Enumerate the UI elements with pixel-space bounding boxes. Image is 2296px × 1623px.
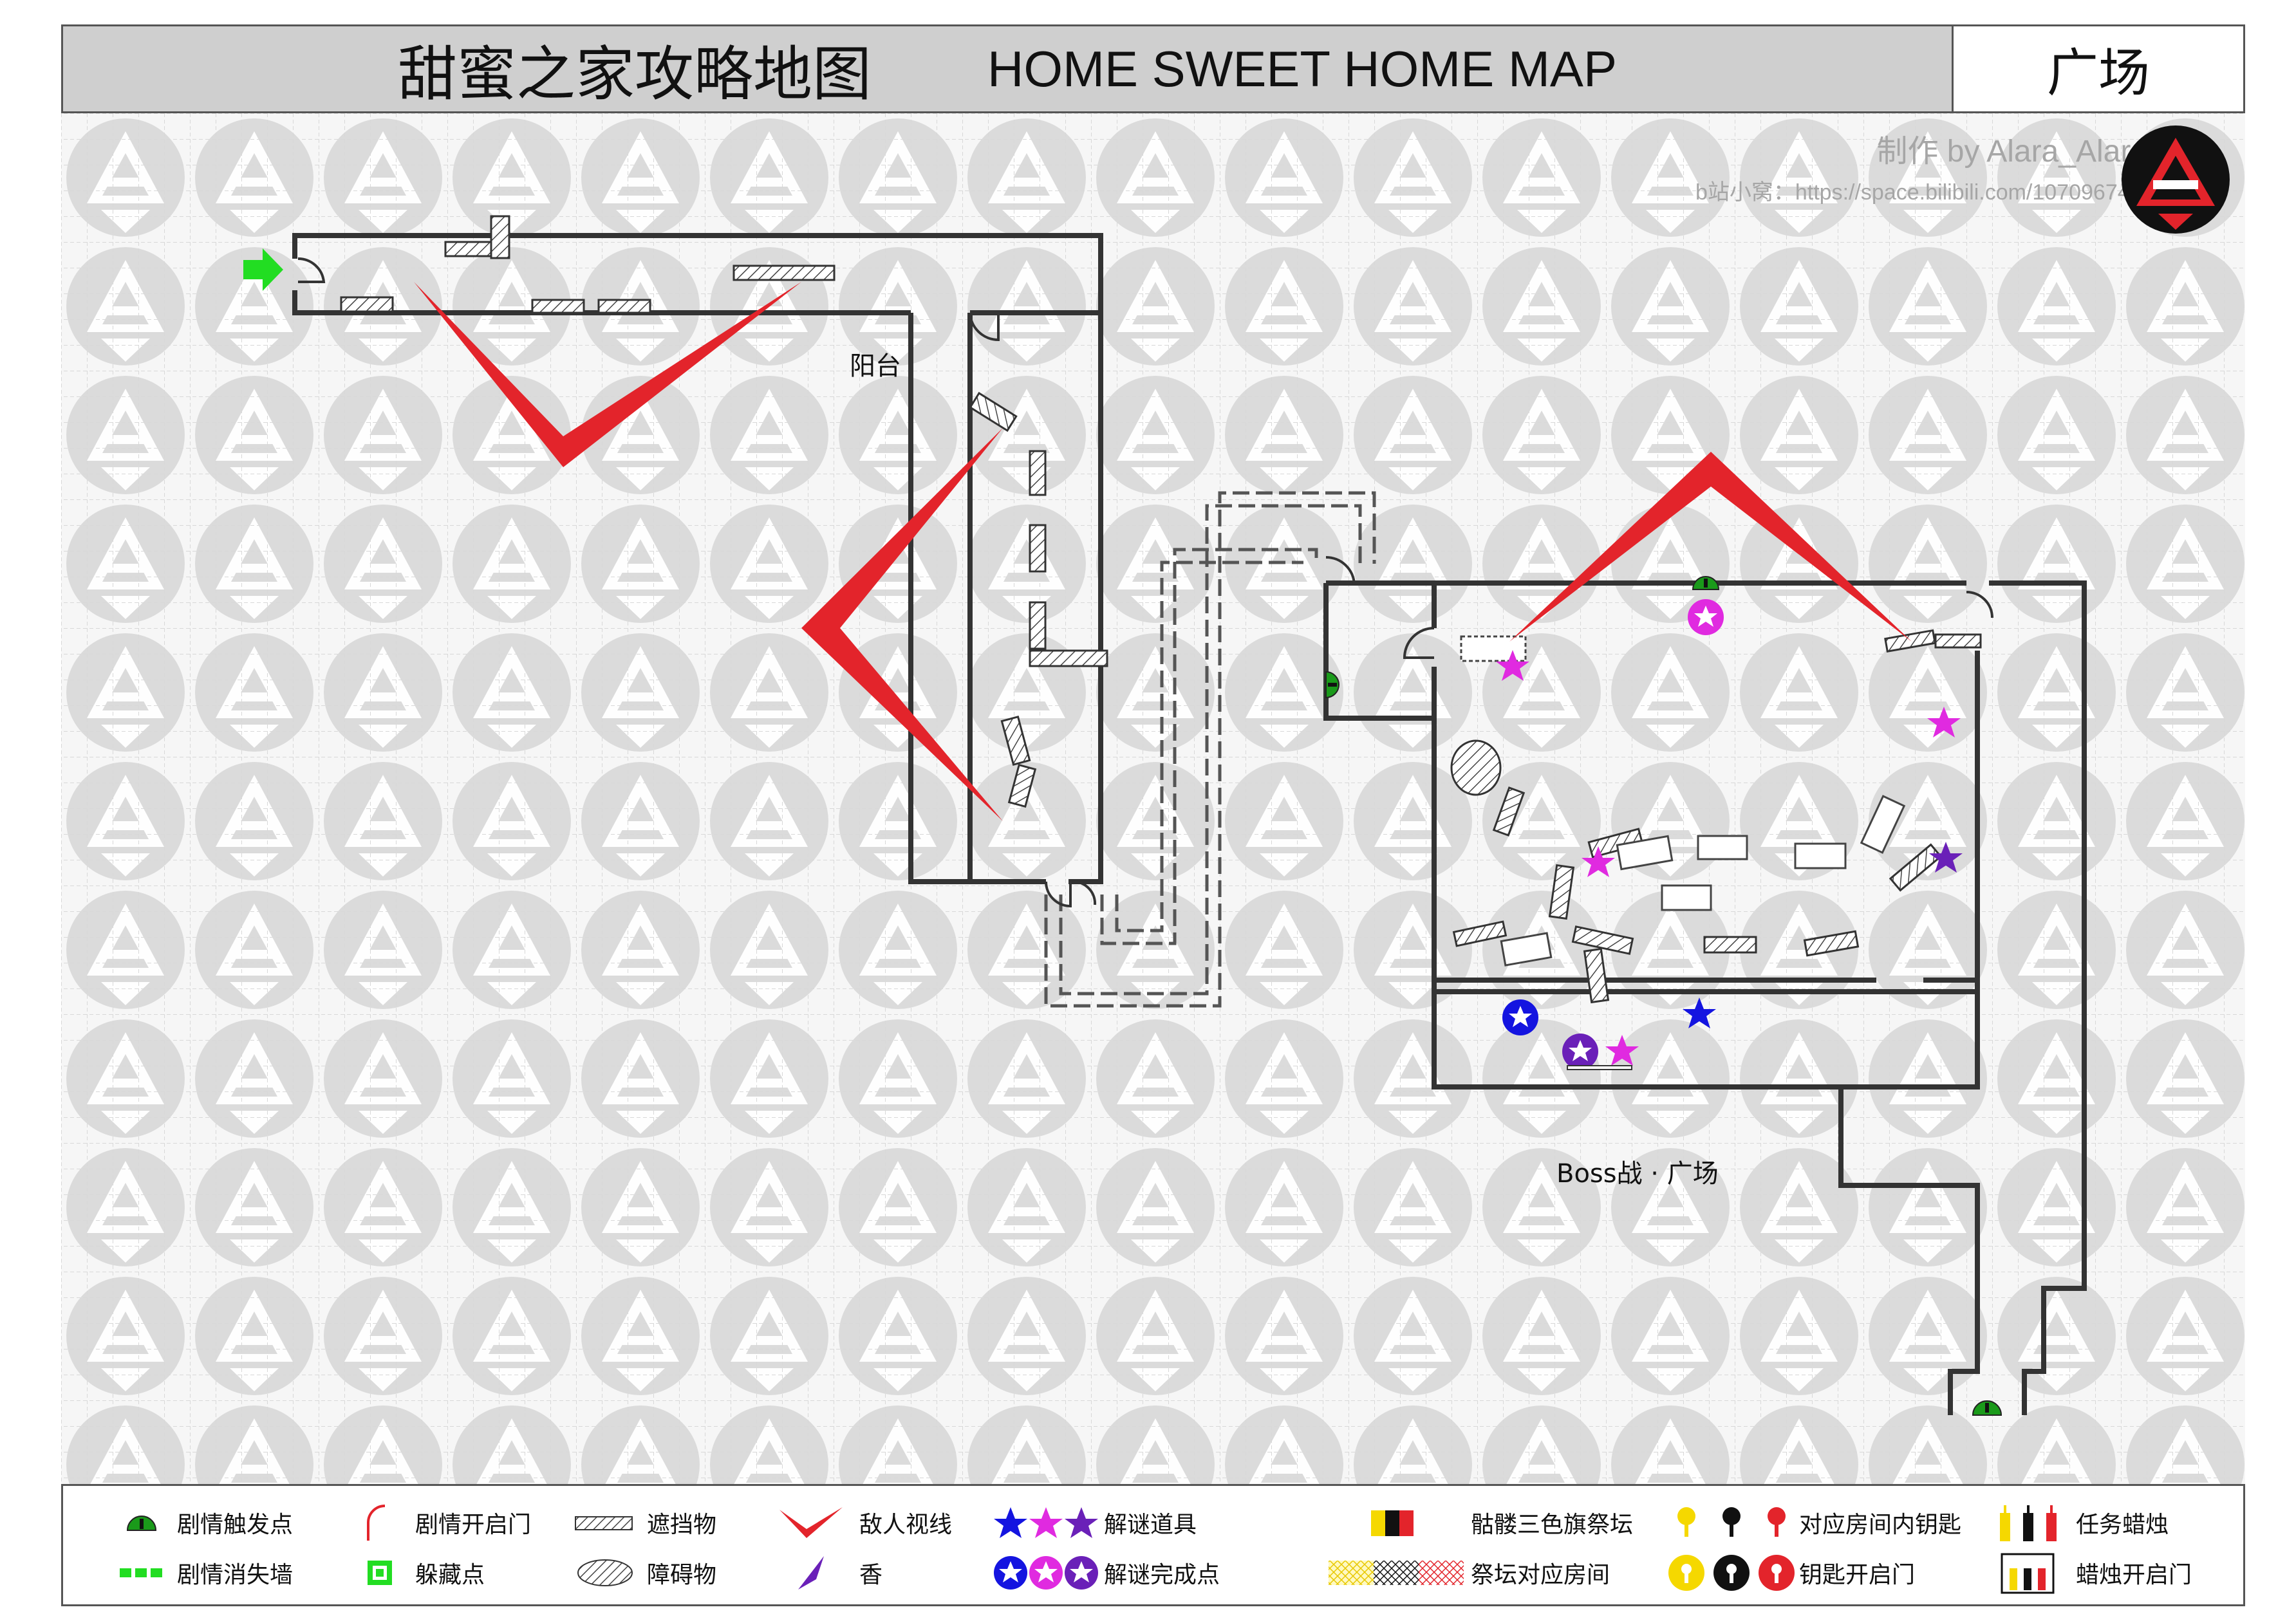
story-triggers: [1325, 576, 2002, 1416]
title-chinese: 甜蜜之家攻略地图: [398, 39, 872, 109]
legend-item-puzzle-done: 解谜完成点: [988, 1550, 1220, 1595]
credit-block: 制作 by Alara_Alara b站小窝：https://space.bil…: [1695, 125, 2148, 206]
legend-item-skull-flag-altar: 骷髅三色旗祭坛: [1323, 1500, 1633, 1545]
skull-flag-altar-icon: [1371, 1510, 1414, 1536]
legend-label: 钥匙开启门: [1799, 1562, 1916, 1588]
author-logo: [2122, 125, 2230, 234]
floor-plan: [61, 113, 2245, 1484]
legend-item-key-door: 钥匙开启门: [1664, 1550, 1915, 1595]
legend-label: 躲藏点: [415, 1562, 485, 1588]
legend-label: 任务蜡烛: [2076, 1512, 2169, 1538]
puzzle-item-icon: [994, 1507, 1098, 1538]
legend-item-incense: 香: [763, 1550, 882, 1595]
legend-item-cover: 遮挡物: [563, 1500, 716, 1545]
legend-label: 香: [859, 1562, 883, 1588]
candle-door-icon: [2001, 1553, 2055, 1594]
altar-room-icon: [1329, 1561, 1464, 1585]
legend-item-candle-door: 蜡烛开启门: [1979, 1550, 2192, 1595]
balcony-label: 阳台: [850, 351, 901, 381]
legend-item-enemy-sight: 敌人视线: [763, 1500, 952, 1545]
doors: [297, 257, 1993, 908]
walls: [292, 233, 2087, 1415]
legend-label: 剧情开启门: [415, 1512, 532, 1538]
legend-label: 解谜完成点: [1104, 1562, 1220, 1588]
header: 甜蜜之家攻略地图 HOME SWEET HOME MAP 广场: [61, 24, 2245, 113]
legend-label: 剧情消失墙: [177, 1562, 294, 1588]
legend-label: 祭坛对应房间: [1471, 1562, 1610, 1588]
dashed-walls: [1044, 491, 1376, 1008]
legend-label: 遮挡物: [647, 1512, 717, 1538]
cover-objects: [340, 215, 1982, 1004]
enemy-sightlines: [414, 282, 1912, 821]
room-key-icon: [1677, 1507, 1786, 1537]
title-bar: 甜蜜之家攻略地图 HOME SWEET HOME MAP: [63, 26, 1954, 111]
region-name: 广场: [1954, 26, 2243, 111]
quest-candle-icon: [2000, 1505, 2057, 1541]
credit-author: 制作 by Alara_Alara: [1876, 134, 2148, 169]
legend-item-altar-room: 祭坛对应房间: [1323, 1550, 1610, 1595]
legend-item-quest-candle: 任务蜡烛: [1979, 1500, 2169, 1545]
boss-area-label: Boss战 · 广场: [1556, 1159, 1719, 1189]
hiding-spot-icon: [368, 1561, 392, 1585]
legend-item-hiding-spot: 躲藏点: [344, 1550, 485, 1595]
legend: 剧情触发点 剧情开启门 遮挡物 敌人视线 解谜道具 骷髅三色旗: [61, 1484, 2245, 1606]
legend-label: 解谜道具: [1104, 1512, 1197, 1538]
obstacle-icon: [577, 1559, 633, 1586]
story-door-icon: [367, 1505, 386, 1541]
title-english: HOME SWEET HOME MAP: [987, 40, 1617, 97]
legend-label: 蜡烛开启门: [2076, 1562, 2192, 1588]
legend-item-puzzle-item: 解谜道具: [988, 1500, 1197, 1545]
puzzle-markers: [1496, 599, 1963, 1070]
puzzle-done-icon: [994, 1556, 1098, 1590]
incense-icon: [798, 1556, 824, 1590]
cover-icon: [575, 1516, 633, 1530]
credit-link: b站小窝：https://space.bilibili.com/10709674…: [1695, 180, 2148, 205]
legend-item-room-key: 对应房间内钥匙: [1664, 1500, 1961, 1545]
tables: [1460, 635, 1906, 967]
legend-item-obstacle: 障碍物: [563, 1550, 716, 1595]
legend-label: 敌人视线: [859, 1512, 953, 1538]
legend-item-story-trigger: 剧情触发点: [106, 1500, 293, 1545]
obstacles: [1450, 739, 1502, 796]
legend-label: 障碍物: [647, 1562, 717, 1588]
map-area: 阳台 Boss战 · 广场: [61, 113, 2245, 1484]
story-trigger-icon: [126, 1516, 157, 1531]
key-door-icon: [1668, 1555, 1795, 1591]
entrance-arrow: [243, 248, 283, 291]
legend-label: 骷髅三色旗祭坛: [1471, 1512, 1634, 1538]
legend-label: 对应房间内钥匙: [1799, 1512, 1962, 1538]
legend-label: 剧情触发点: [177, 1512, 294, 1538]
enemy-sight-icon: [779, 1507, 843, 1538]
vanishing-wall-icon: [120, 1568, 162, 1577]
legend-item-story-door: 剧情开启门: [344, 1500, 531, 1545]
legend-item-vanishing-wall: 剧情消失墙: [106, 1550, 293, 1595]
